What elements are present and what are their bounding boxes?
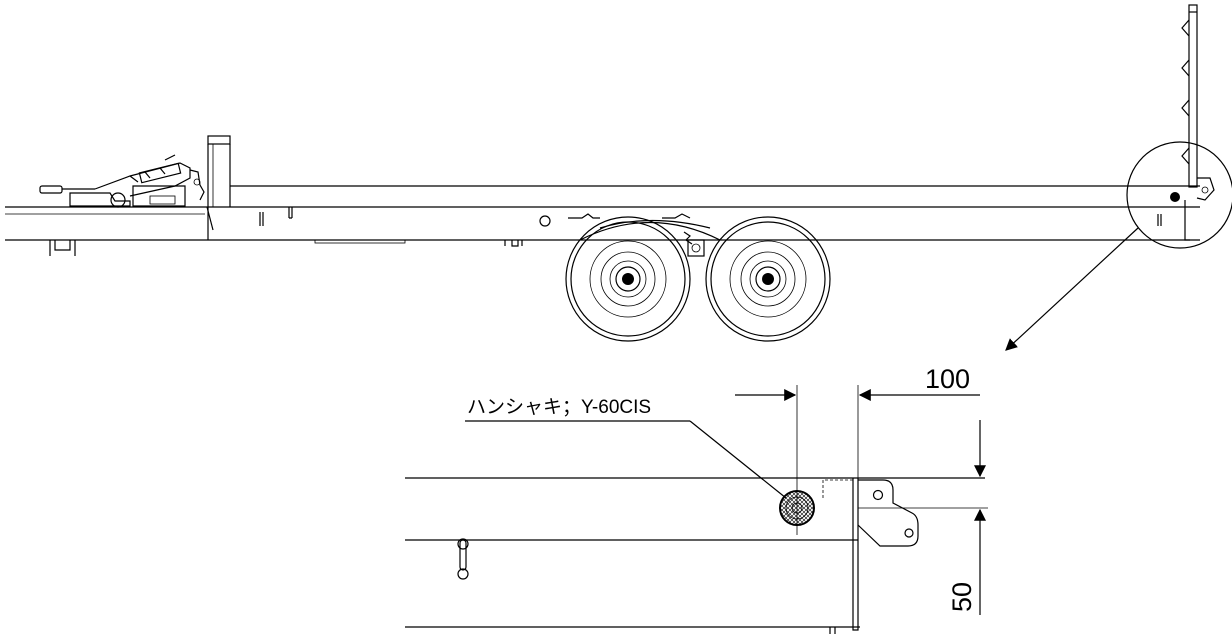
detail-circle	[1126, 141, 1232, 249]
frame-details	[49, 207, 1162, 256]
dim-vertical-value: 50	[947, 582, 977, 612]
front-post	[206, 135, 231, 240]
side-pin	[457, 538, 469, 580]
detail-view	[405, 385, 988, 634]
detail-leader-arrow	[1005, 227, 1139, 351]
front-wheel	[565, 216, 691, 342]
main-frame	[5, 185, 1200, 244]
dim-horizontal-value: 100	[925, 364, 970, 394]
coupler-assembly	[39, 154, 205, 208]
rear-upright	[1170, 4, 1215, 241]
axle-bogie	[579, 219, 721, 257]
trailer-side-view	[5, 4, 1232, 351]
rear-wheel	[705, 216, 831, 342]
reflector-label: ハンシャキ；Y-60CIS	[467, 397, 651, 418]
dim-vertical-arrows	[858, 420, 988, 615]
